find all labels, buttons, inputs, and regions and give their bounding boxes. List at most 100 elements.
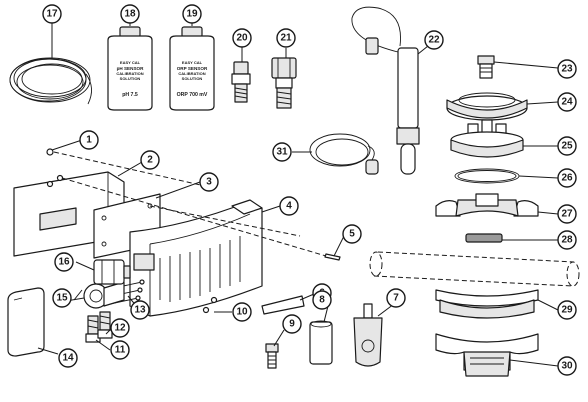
leader-lines xyxy=(37,22,559,367)
part-cable-glands xyxy=(85,311,113,343)
orp-bottle-desc2: SOLUTION xyxy=(182,76,203,81)
part-screw-1 xyxy=(46,148,54,156)
orp-bottle-desc1: CALIBRATION xyxy=(178,71,205,76)
callout-23-label: 23 xyxy=(561,64,573,75)
callout-4: 4 xyxy=(279,196,299,216)
callout-21: 21 xyxy=(276,28,296,48)
callout-14-label: 14 xyxy=(62,353,74,364)
callout-22: 22 xyxy=(424,30,444,50)
callout-29-label: 29 xyxy=(561,305,573,316)
ph-bottle-name: pH SENSOR xyxy=(117,66,144,71)
part-motor xyxy=(93,259,131,285)
callout-23: 23 xyxy=(557,59,577,79)
part-coiled-sensor-cable xyxy=(309,133,379,175)
callout-13: 13 xyxy=(130,300,150,320)
callout-24-label: 24 xyxy=(561,97,573,108)
callout-2: 2 xyxy=(140,150,160,170)
callout-7-label: 7 xyxy=(393,293,399,304)
callout-26-label: 26 xyxy=(561,173,573,184)
callout-2-label: 2 xyxy=(147,155,153,166)
part-ph-calibration-bottle: EASY CAL pH SENSOR CALIBRATION SOLUTION … xyxy=(107,26,153,111)
part-probe-sensor xyxy=(351,6,420,175)
callout-15-label: 15 xyxy=(56,293,68,304)
callout-25-label: 25 xyxy=(561,141,573,152)
part-screws-10 xyxy=(202,296,218,314)
orp-bottle-name: ORP SENSOR xyxy=(177,66,208,71)
part-ring-nut xyxy=(446,92,528,121)
callout-10: 10 xyxy=(232,302,252,322)
part-front-cover xyxy=(7,287,45,357)
callout-16-label: 16 xyxy=(58,257,70,268)
callout-11: 11 xyxy=(110,340,130,360)
part-pump-head xyxy=(59,281,125,309)
part-orp-calibration-bottle: EASY CAL ORP SENSOR CALIBRATION SOLUTION… xyxy=(169,26,215,111)
callout-21-label: 21 xyxy=(280,33,292,44)
orp-bottle-value: ORP 700 mV xyxy=(177,92,208,98)
part-flat-bracket xyxy=(261,295,305,315)
ph-bottle-desc2: SOLUTION xyxy=(120,76,141,81)
part-small-plug xyxy=(477,55,495,79)
callout-8-label: 8 xyxy=(319,295,325,306)
assembly-guide-lines xyxy=(53,151,327,257)
callout-18-label: 18 xyxy=(124,9,136,20)
part-compression-fitting xyxy=(271,57,297,109)
part-sensor-holder xyxy=(353,303,383,367)
callout-7: 7 xyxy=(386,288,406,308)
callout-17-label: 17 xyxy=(46,9,58,20)
callout-16: 16 xyxy=(54,252,74,272)
part-upper-clamp xyxy=(435,193,539,217)
part-coiled-cable xyxy=(9,57,92,105)
callout-29: 29 xyxy=(557,300,577,320)
part-o-ring xyxy=(454,168,520,184)
ph-bottle-brand: EASY CAL xyxy=(120,60,141,65)
callout-13-label: 13 xyxy=(134,305,146,316)
part-pipe-saddle xyxy=(435,333,539,377)
callout-9-label: 9 xyxy=(289,319,295,330)
part-small-fitting xyxy=(231,61,251,103)
ph-bottle-value: pH 7.5 xyxy=(122,92,138,98)
callout-14: 14 xyxy=(58,348,78,368)
callout-26: 26 xyxy=(557,168,577,188)
callout-19: 19 xyxy=(182,4,202,24)
callout-12: 12 xyxy=(110,318,130,338)
callout-15: 15 xyxy=(52,288,72,308)
part-pin xyxy=(324,253,341,261)
callout-28-label: 28 xyxy=(561,235,573,246)
part-sleeve xyxy=(309,320,333,365)
callout-20-label: 20 xyxy=(236,33,248,44)
callout-1: 1 xyxy=(79,130,99,150)
callout-17: 17 xyxy=(42,4,62,24)
callout-22-label: 22 xyxy=(428,35,440,46)
callout-19-label: 19 xyxy=(186,9,198,20)
callout-10-label: 10 xyxy=(236,307,248,318)
callout-31: 31 xyxy=(272,142,292,162)
callout-30: 30 xyxy=(557,356,577,376)
callout-12-label: 12 xyxy=(114,323,126,334)
part-small-screw-fitting xyxy=(265,343,279,369)
ph-bottle-desc1: CALIBRATION xyxy=(116,71,143,76)
callout-3: 3 xyxy=(199,172,219,192)
callout-25: 25 xyxy=(557,136,577,156)
pipe-outline xyxy=(369,251,580,287)
orp-bottle-brand: EASY CAL xyxy=(182,60,203,65)
callout-5-label: 5 xyxy=(349,229,355,240)
callout-8: 8 xyxy=(312,290,332,310)
part-valve-cap xyxy=(450,119,524,158)
callout-3-label: 3 xyxy=(206,177,212,188)
callout-18: 18 xyxy=(120,4,140,24)
callout-28: 28 xyxy=(557,230,577,250)
callout-31-label: 31 xyxy=(276,147,288,158)
callout-27: 27 xyxy=(557,204,577,224)
callout-27-label: 27 xyxy=(561,209,573,220)
part-main-housing xyxy=(129,199,263,317)
callout-5: 5 xyxy=(342,224,362,244)
part-rubber-pad xyxy=(465,233,503,243)
callout-30-label: 30 xyxy=(561,361,573,372)
callout-24: 24 xyxy=(557,92,577,112)
callout-4-label: 4 xyxy=(286,201,292,212)
part-lower-clamp-half xyxy=(435,289,539,319)
callout-11-label: 11 xyxy=(115,345,126,356)
callout-1-label: 1 xyxy=(86,135,92,146)
callout-20: 20 xyxy=(232,28,252,48)
